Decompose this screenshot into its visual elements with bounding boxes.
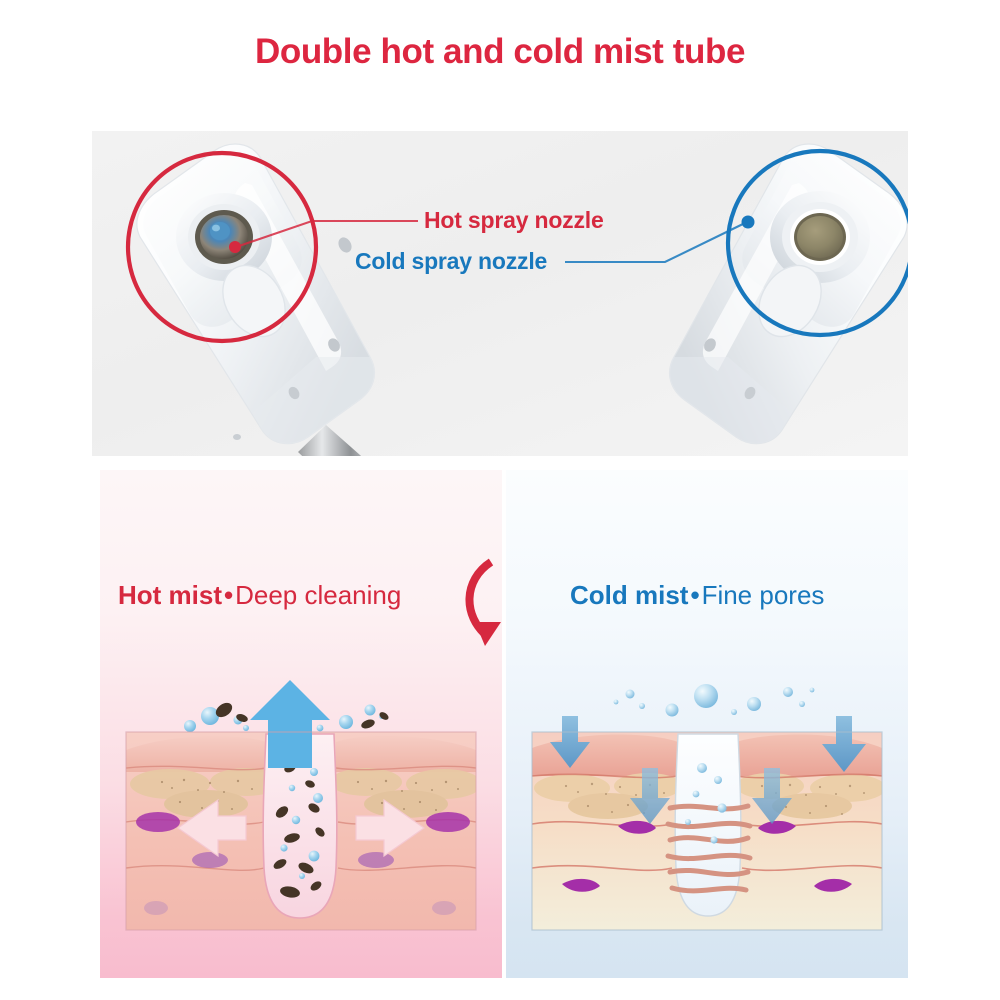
hot-escaping-particles bbox=[184, 702, 389, 732]
hot-open-pore bbox=[262, 733, 338, 919]
cold-surface-bubbles bbox=[613, 684, 815, 717]
hot-mist-heading-separator: • bbox=[224, 580, 234, 610]
hot-mist-panel: Hot mist•Deep cleaning bbox=[100, 470, 502, 978]
hot-cycle-arrow-down bbox=[465, 558, 501, 646]
cold-pore-constriction-bands bbox=[665, 803, 753, 894]
cold-mist-heading-strong: Cold mist bbox=[570, 580, 689, 610]
hot-mist-heading-strong: Hot mist bbox=[118, 580, 222, 610]
cold-mist-heading-separator: • bbox=[690, 580, 700, 610]
cold-skin-cross-section bbox=[532, 732, 882, 930]
cold-outer-down-arrows bbox=[550, 716, 866, 772]
cold-sebum-spots bbox=[562, 820, 852, 892]
hot-device-photo bbox=[125, 143, 375, 456]
hot-spray-nozzle-label: Hot spray nozzle bbox=[424, 207, 604, 233]
page-title: Double hot and cold mist tube bbox=[254, 32, 746, 71]
cold-spray-nozzle bbox=[770, 191, 870, 283]
hot-mist-heading-rest: Deep cleaning bbox=[235, 580, 402, 610]
cold-device-photo bbox=[669, 143, 908, 445]
hot-device-shaft bbox=[298, 425, 362, 456]
cold-device-button[interactable] bbox=[746, 254, 834, 348]
cold-pore-bubbles bbox=[685, 763, 727, 844]
hot-side-arrows bbox=[176, 798, 426, 858]
cold-mist-panel: Cold mist•Fine pores bbox=[506, 470, 908, 978]
cold-mist-heading: Cold mist•Fine pores bbox=[570, 580, 824, 611]
hot-device-button[interactable] bbox=[210, 254, 298, 348]
cold-spray-nozzle-label: Cold spray nozzle bbox=[355, 248, 548, 274]
product-photo-panel bbox=[92, 131, 908, 456]
hot-mist-skin-diagram bbox=[125, 680, 477, 931]
cold-mist-heading-rest: Fine pores bbox=[701, 580, 825, 610]
hot-mist-heading: Hot mist•Deep cleaning bbox=[118, 580, 401, 611]
cold-mist-skin-diagram bbox=[531, 684, 883, 931]
hot-mist-up-arrow bbox=[250, 680, 330, 768]
cold-inner-down-arrows bbox=[630, 768, 792, 824]
cold-device-screws bbox=[704, 338, 756, 400]
